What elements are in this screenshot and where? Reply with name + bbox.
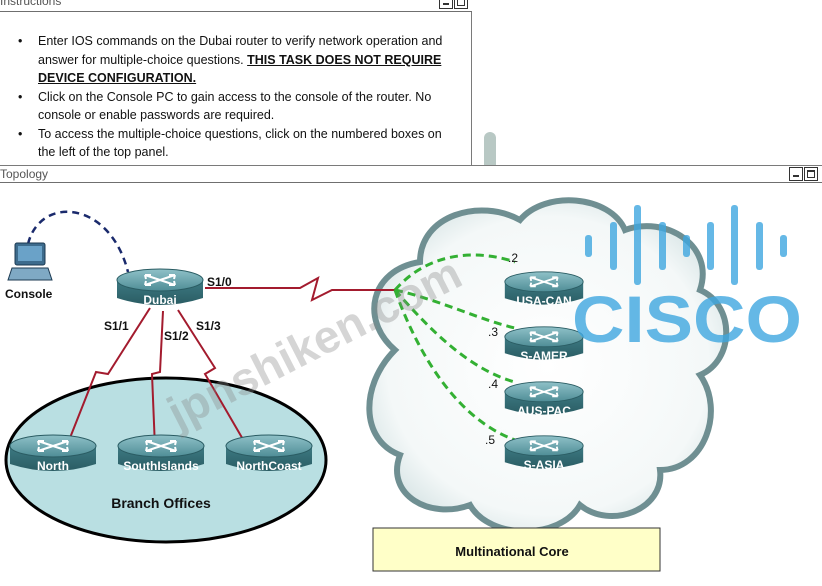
instruction-item: Enter IOS commands on the Dubai router t… — [18, 32, 458, 88]
interface-label: S1/2 — [164, 329, 189, 343]
svg-text:S-ASIA: S-ASIA — [524, 458, 565, 472]
multinational-core-label: Multinational Core — [455, 544, 568, 559]
router-s-amer[interactable]: S-AMER — [503, 325, 585, 363]
router-s-asia[interactable]: S-ASIA — [503, 434, 585, 472]
interface-label: S1/3 — [196, 319, 221, 333]
console-label: Console — [5, 287, 53, 301]
instructions-list: Enter IOS commands on the Dubai router t… — [18, 32, 458, 162]
instructions-panel: Enter IOS commands on the Dubai router t… — [0, 12, 472, 165]
address-label: .2 — [508, 251, 518, 265]
console-cable — [26, 210, 130, 273]
branch-offices-label: Branch Offices — [111, 495, 211, 511]
svg-text:USA-CAN: USA-CAN — [516, 294, 571, 308]
topology-title: Topology — [0, 167, 49, 181]
topology-title-bar: Topology — [0, 165, 822, 183]
frame-relay-cloud — [366, 197, 730, 535]
interface-label: S1/0 — [207, 275, 232, 289]
router-usa-can[interactable]: USA-CAN — [503, 270, 585, 308]
frame-relay-pvcs — [393, 253, 516, 442]
router-northcoast[interactable]: NorthCoast — [225, 434, 313, 473]
router-dubai[interactable]: Dubai — [116, 268, 204, 307]
svg-text:CISCO: CISCO — [572, 282, 802, 356]
instructions-title: Instructions — [0, 0, 62, 8]
svg-text:AUS-PAC: AUS-PAC — [517, 404, 571, 418]
instruction-item: To access the multiple-choice questions,… — [18, 125, 458, 162]
svg-text:S-AMER: S-AMER — [520, 349, 568, 363]
wan-serial-link — [205, 275, 395, 302]
topology-diagram: Console Dubai North SouthIslands NorthCo… — [4, 197, 802, 572]
address-label: .5 — [485, 433, 495, 447]
instruction-emphasis: THIS TASK DOES NOT REQUIRE DEVICE CONFIG… — [38, 52, 442, 86]
branch-serial-links — [65, 307, 249, 449]
multinational-core-box — [372, 527, 661, 572]
instructions-title-bar: Instructions — [0, 0, 472, 12]
address-label: .4 — [488, 377, 498, 391]
router-north[interactable]: North — [9, 434, 97, 473]
svg-text:Dubai: Dubai — [143, 293, 176, 307]
minimize-button[interactable] — [789, 167, 803, 181]
address-label: .3 — [488, 325, 498, 339]
svg-text:NorthCoast: NorthCoast — [236, 459, 301, 473]
interface-label: S1/1 — [104, 319, 129, 333]
svg-text:North: North — [37, 459, 69, 473]
minimize-button[interactable] — [439, 0, 453, 9]
router-aus-pac[interactable]: AUS-PAC — [503, 380, 585, 418]
maximize-button[interactable] — [454, 0, 468, 9]
console-pc-icon[interactable] — [7, 242, 53, 281]
maximize-button[interactable] — [804, 167, 818, 181]
instruction-item: Click on the Console PC to gain access t… — [18, 88, 458, 125]
cisco-logo: CISCO — [572, 205, 802, 356]
router-southislands[interactable]: SouthIslands — [117, 434, 205, 473]
svg-text:SouthIslands: SouthIslands — [123, 459, 199, 473]
scrollbar-thumb[interactable] — [484, 132, 496, 165]
questions-pane — [473, 0, 822, 165]
